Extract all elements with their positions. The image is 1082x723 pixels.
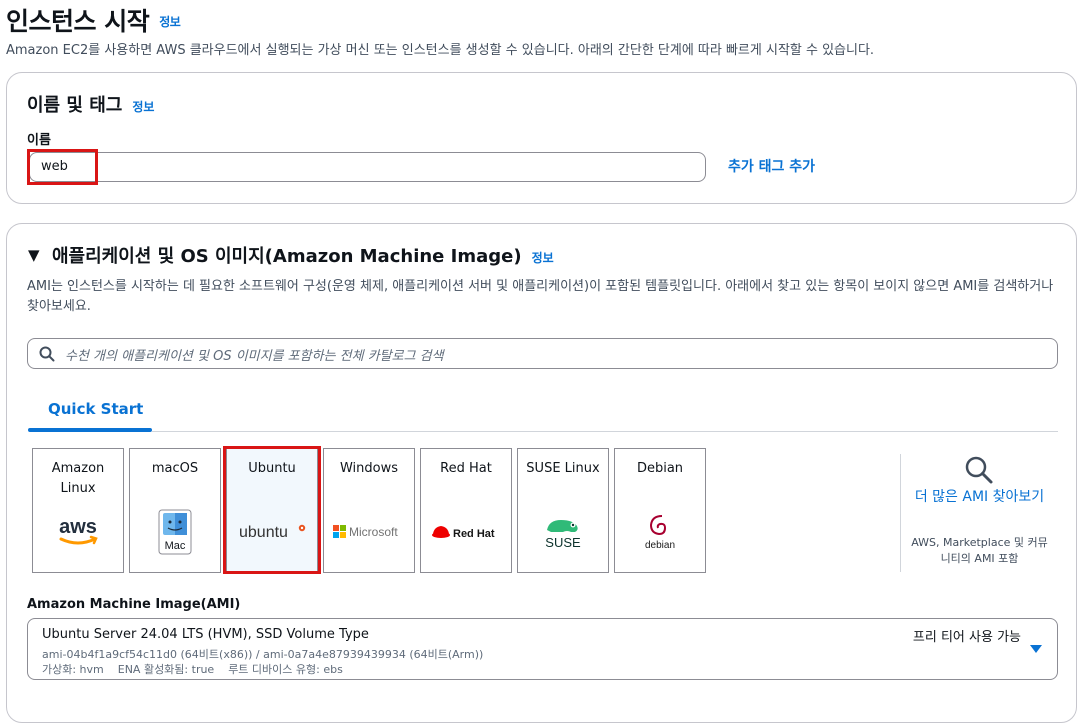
tile-label: Ubuntu: [248, 461, 296, 476]
debian-logo-icon: debian: [615, 509, 705, 555]
ubuntu-highlight-box: [223, 446, 321, 574]
caret-down-icon[interactable]: [1030, 645, 1042, 653]
tab-quick-start[interactable]: Quick Start: [48, 400, 144, 418]
mac-logo-text: Mac: [165, 540, 186, 552]
ami-tile-debian[interactable]: Debian debian: [614, 448, 706, 573]
red-hat-logo-text: Red Hat: [453, 528, 495, 540]
red-hat-logo-icon: Red Hat: [421, 509, 511, 555]
ami-heading-text: 애플리케이션 및 OS 이미지(Amazon Machine Image): [52, 246, 522, 267]
ami-info-link[interactable]: 정보: [531, 250, 554, 265]
ami-tile-red-hat[interactable]: Red Hat Red Hat: [420, 448, 512, 573]
search-icon: [39, 346, 55, 362]
page-title-text: 인스턴스 시작: [6, 7, 150, 36]
tile-label: Windows: [339, 461, 399, 476]
page-title: 인스턴스 시작 정보: [6, 2, 181, 38]
name-label: 이름: [27, 133, 51, 148]
name-highlight-box: [27, 149, 98, 185]
page-info-link[interactable]: 정보: [159, 14, 181, 29]
mac-finder-icon: Mac: [130, 509, 220, 555]
name-tags-info-link[interactable]: 정보: [132, 99, 155, 114]
ami-attributes: 가상화: hvm ENA 활성화됨: true 루트 디바이스 유형: ebs: [42, 663, 343, 676]
free-tier-badge: 프리 티어 사용 가능: [912, 630, 1021, 645]
browse-more-amis-link[interactable]: 더 많은 AMI 찾아보기: [914, 489, 1045, 505]
search-placeholder: 수천 개의 애플리케이션 및 OS 이미지를 포함하는 전체 카탈로그 검색: [65, 349, 444, 364]
tile-label: Red Hat: [440, 461, 492, 476]
aws-logo-text: aws: [59, 516, 97, 538]
ami-select-label: Amazon Machine Image(AMI): [27, 597, 241, 612]
browse-more-note: AWS, Marketplace 및 커뮤니티의 AMI 포함: [911, 536, 1048, 565]
ami-tile-ubuntu[interactable]: Ubuntu ubuntu: [226, 448, 318, 573]
tile-label: macOS: [151, 461, 199, 476]
collapse-caret-icon[interactable]: ▼: [28, 246, 40, 264]
page-description: Amazon EC2를 사용하면 AWS 클라우드에서 실행되는 가상 머신 또…: [6, 43, 875, 58]
ami-description: AMI는 인스턴스를 시작하는 데 필요한 소프트웨어 구성(운영 체제, 애플…: [27, 279, 1054, 314]
suse-logo-icon: SUSE: [518, 509, 608, 555]
debian-logo-text: debian: [645, 540, 675, 551]
ami-heading: 애플리케이션 및 OS 이미지(Amazon Machine Image) 정보: [52, 242, 554, 268]
ami-tile-macos[interactable]: macOS Mac: [129, 448, 221, 573]
name-tags-heading: 이름 및 태그 정보: [27, 91, 154, 117]
name-input-value: web: [41, 159, 68, 174]
tab-divider: [152, 431, 1058, 432]
browse-search-icon[interactable]: [964, 455, 994, 485]
ami-tile-suse-linux[interactable]: SUSE Linux SUSE: [517, 448, 609, 573]
tile-label: Amazon Linux: [51, 461, 105, 496]
ubuntu-logo-icon: ubuntu: [227, 509, 317, 555]
tile-label: Debian: [636, 461, 684, 476]
suse-logo-text: SUSE: [545, 535, 581, 550]
ami-panel: ▼ 애플리케이션 및 OS 이미지(Amazon Machine Image) 정…: [6, 223, 1077, 723]
aws-logo-icon: aws: [33, 509, 123, 555]
ami-ids: ami-04b4f1a9cf54c11d0 (64비트(x86)) / ami-…: [42, 648, 484, 661]
add-tag-link[interactable]: 추가 태그 추가: [728, 159, 816, 175]
tab-active-indicator: [28, 428, 152, 432]
microsoft-logo-icon: Microsoft: [324, 509, 414, 555]
ami-search-input[interactable]: 수천 개의 애플리케이션 및 OS 이미지를 포함하는 전체 카탈로그 검색: [27, 338, 1058, 369]
tile-label: SUSE Linux: [526, 461, 600, 476]
ami-select[interactable]: Ubuntu Server 24.04 LTS (HVM), SSD Volum…: [27, 618, 1058, 680]
browse-divider: [900, 454, 901, 572]
name-input[interactable]: [29, 152, 706, 182]
ami-tile-windows[interactable]: Windows Microsoft: [323, 448, 415, 573]
ami-tile-amazon-linux[interactable]: Amazon Linux aws: [32, 448, 124, 573]
ami-name: Ubuntu Server 24.04 LTS (HVM), SSD Volum…: [42, 627, 369, 642]
ubuntu-logo-text: ubuntu: [239, 524, 288, 541]
name-tags-panel: 이름 및 태그 정보 이름 web 추가 태그 추가: [6, 72, 1077, 204]
name-tags-heading-text: 이름 및 태그: [27, 95, 123, 116]
microsoft-logo-text: Microsoft: [349, 525, 398, 539]
